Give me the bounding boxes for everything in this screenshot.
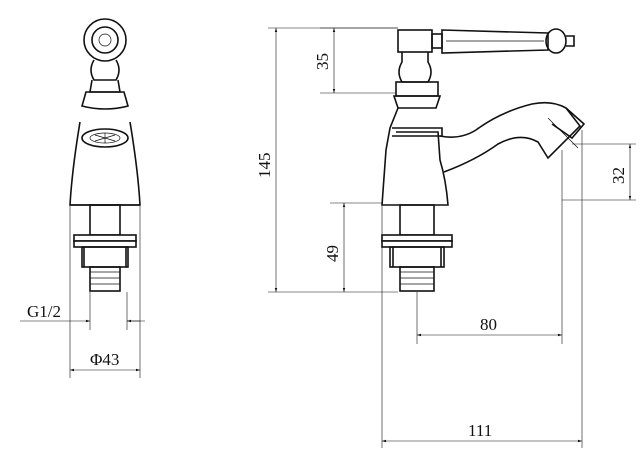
side-view bbox=[381, 28, 586, 292]
handle-35-label: 35 bbox=[313, 53, 332, 70]
reach-80-label: 80 bbox=[480, 315, 497, 334]
handle-35-dimension: 35 bbox=[313, 27, 398, 94]
length-111-dimension: 111 bbox=[381, 130, 583, 448]
diameter-dimension: Φ43 bbox=[70, 350, 140, 372]
base-49-label: 49 bbox=[323, 245, 342, 262]
spout-32-label: 32 bbox=[609, 167, 628, 184]
thread-label: G1/2 bbox=[27, 302, 61, 321]
spout bbox=[439, 101, 586, 173]
reach-80-dimension: 80 bbox=[416, 150, 563, 344]
height-145-label: 145 bbox=[255, 153, 274, 179]
length-111-label: 111 bbox=[468, 421, 492, 440]
front-view bbox=[69, 18, 141, 378]
lever-handle bbox=[431, 28, 575, 54]
spout-32-dimension: 32 bbox=[562, 143, 636, 201]
diameter-label: Φ43 bbox=[90, 350, 119, 369]
base-49-dimension: 49 bbox=[323, 202, 382, 292]
handle-ring bbox=[83, 18, 127, 62]
thread-dimension: G1/2 bbox=[20, 302, 145, 323]
side-body bbox=[381, 107, 449, 206]
